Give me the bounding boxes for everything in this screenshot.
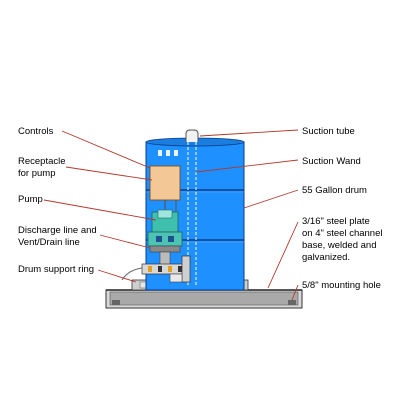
- label-discharge-line1: Discharge line and: [18, 225, 97, 236]
- label-plate-line4: galvanized.: [302, 252, 350, 263]
- label-receptacle-line1: Receptacle: [18, 156, 66, 167]
- label-receptacle-line2: for pump: [18, 168, 56, 179]
- label-drum: 55 Gallon drum: [302, 185, 367, 196]
- discharge-line: [121, 255, 191, 283]
- label-plate-line2: on 4" steel channel: [302, 228, 383, 239]
- label-controls: Controls: [18, 126, 54, 137]
- label-discharge-line2: Vent/Drain line: [18, 237, 80, 248]
- mounting-hole-right: [288, 300, 296, 305]
- label-pump: Pump: [18, 194, 43, 205]
- label-suction-wand: Suction Wand: [302, 156, 361, 167]
- label-mounting-hole: 5/8" mounting hole: [302, 280, 381, 291]
- steel-base: [105, 289, 303, 309]
- label-suction-tube: Suction tube: [302, 126, 355, 137]
- receptacle: [149, 165, 181, 215]
- label-plate-line3: base, welded and: [302, 240, 376, 251]
- suction-tube: [185, 129, 199, 285]
- pump: [147, 209, 183, 273]
- label-drum-support-ring: Drum support ring: [18, 264, 94, 275]
- label-plate-line1: 3/16" steel plate: [302, 216, 370, 227]
- leader-lines: [43, 129, 299, 301]
- mounting-hole-left: [112, 300, 120, 305]
